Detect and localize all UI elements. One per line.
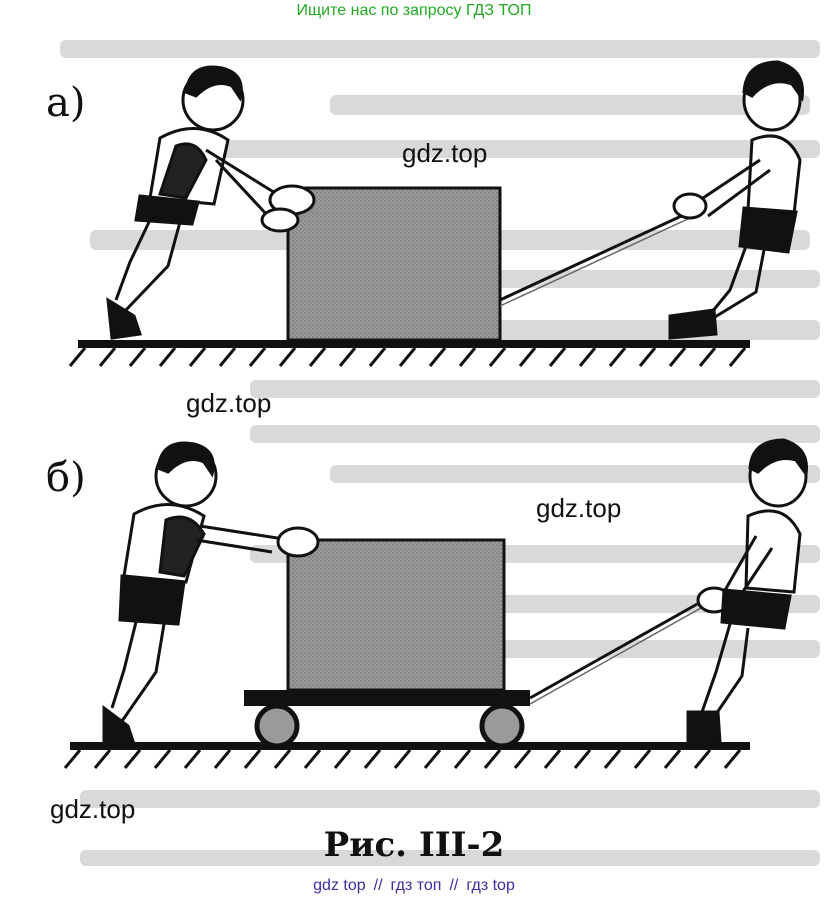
watermark-3: gdz.top [536, 493, 622, 523]
watermark-2: gdz.top [186, 388, 272, 418]
pulling-boy-a [668, 60, 804, 340]
pushing-boy-b [102, 441, 320, 746]
rope-b [529, 596, 709, 700]
footer-link-1[interactable]: gdz top [313, 877, 366, 894]
panel-b-label: б) [46, 455, 86, 501]
footer-link-3[interactable]: гдз top [466, 877, 515, 894]
search-hint-link[interactable]: Ищите нас по запросу ГДЗ ТОП [296, 2, 532, 19]
watermark-4: gdz.top [50, 794, 136, 824]
box-a [286, 186, 502, 342]
footer-links: gdz top // гдз топ // гдз top [0, 877, 828, 895]
figure-caption: Рис. III-2 [323, 825, 505, 865]
rope-a [499, 210, 691, 302]
footer-separator-2: // [449, 877, 459, 894]
footer-separator-1: // [373, 877, 383, 894]
box-b [286, 538, 506, 692]
pulling-boy-b [686, 438, 809, 746]
cart-b [244, 690, 530, 749]
pushing-boy-a [106, 65, 316, 340]
watermark-1: gdz.top [402, 138, 488, 168]
ground-a [68, 340, 750, 367]
panel-a-label: а) [46, 80, 86, 126]
footer-link-2[interactable]: гдз топ [390, 877, 442, 894]
ground-b [63, 742, 750, 769]
